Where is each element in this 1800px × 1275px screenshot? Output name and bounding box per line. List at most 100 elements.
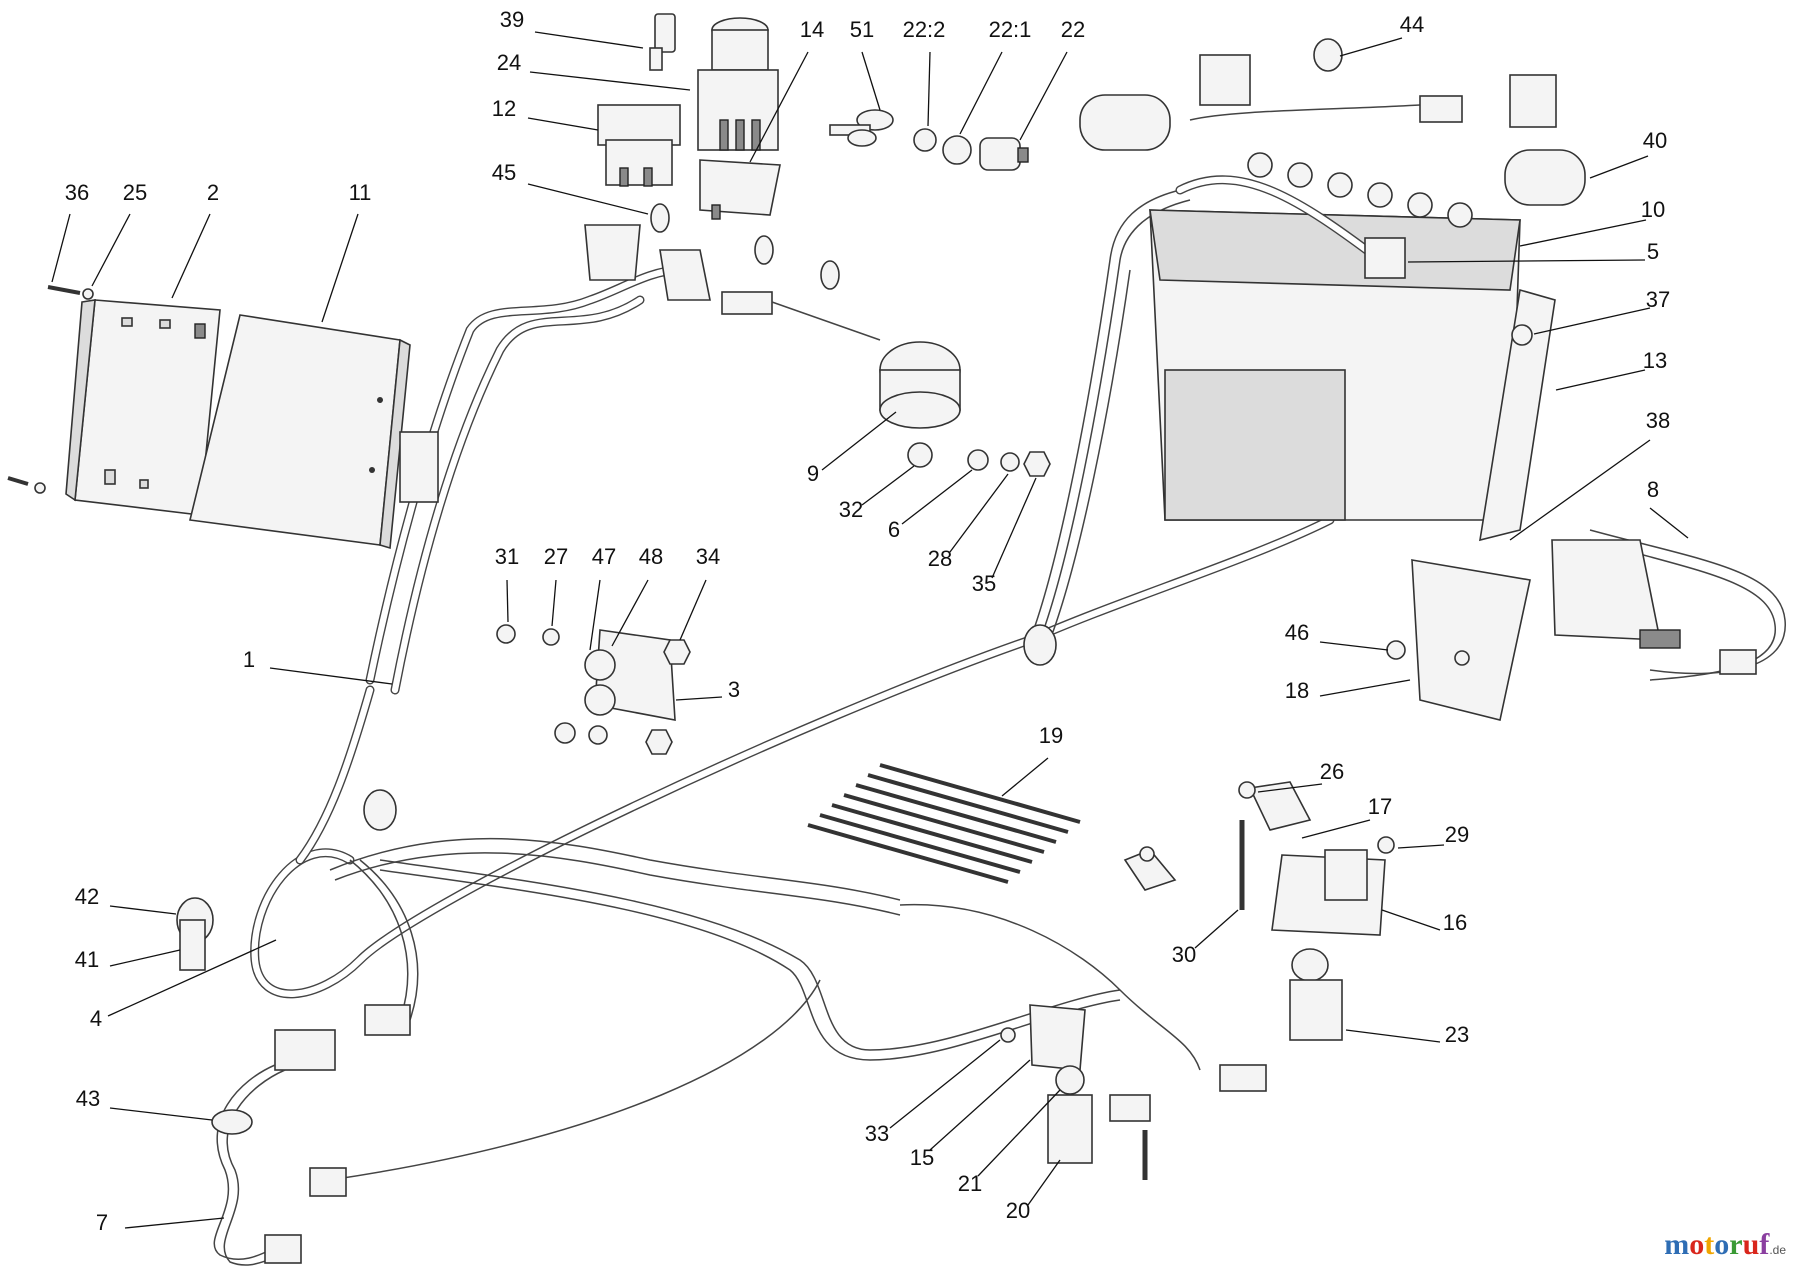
part-45-bulbs [584,203,840,301]
part-23-switch [1289,948,1343,1041]
part-14-cover [699,159,781,220]
callout-leader-15 [929,1059,1031,1151]
callout-leader-3 [675,696,723,701]
callout-label-11: 11 [349,180,372,205]
callout-leader-17 [1301,819,1371,839]
brand-logo: motoruf.de [1664,1228,1786,1262]
brand-wordmark: motoruf [1664,1228,1769,1261]
callout-leader-42 [109,905,177,915]
part-13-bracket [1479,288,1556,542]
callout-label-38: 38 [1646,408,1670,433]
part-43-7-lead [211,1029,336,1266]
callout-label-22: 22 [1061,17,1085,42]
callout-leader-16 [1381,909,1441,931]
callout-label-25: 25 [123,180,147,205]
callout-leader-37 [1533,307,1651,335]
callout-label-33: 33 [865,1121,889,1146]
harness-grommet-2 [1023,624,1057,666]
part-15-21-20-switch [1000,1004,1093,1164]
callout-leader-39 [534,31,644,49]
callout-leader-2 [171,213,211,299]
callout-leader-22 [1019,51,1068,141]
callout-label-4: 4 [90,1006,102,1031]
callout-label-26: 26 [1320,759,1344,784]
callout-label-19: 19 [1039,723,1063,748]
callout-leader-19 [1001,757,1049,797]
callout-label-1: 1 [243,647,255,672]
callout-label-3: 3 [728,677,740,702]
callout-label-6: 6 [888,517,900,542]
part-37-bolt [1511,324,1533,346]
callout-label-32: 32 [839,497,863,522]
callout-leader-45 [527,183,649,215]
callout-label-44: 44 [1400,12,1424,37]
callout-label-51: 51 [850,17,874,42]
callout-label-28: 28 [928,546,952,571]
harness-plug [1219,1064,1267,1092]
part-16-bracket [1271,836,1395,936]
callout-label-24: 24 [497,50,521,75]
callout-label-46: 46 [1285,620,1309,645]
part-10-battery [1149,152,1521,521]
part-18-bracket [1386,559,1531,721]
callout-leader-22-2 [927,51,931,127]
callout-leader-33 [889,1039,1001,1129]
callout-label-43: 43 [76,1086,100,1111]
callout-label-22-1: 22:1 [989,17,1032,42]
brand-letter: m [1664,1228,1690,1261]
callout-leader-32 [861,465,915,506]
callout-label-42: 42 [75,884,99,909]
callout-label-39: 39 [500,7,524,32]
callout-label-5: 5 [1647,239,1659,264]
callout-label-47: 47 [592,544,616,569]
callout-label-30: 30 [1172,942,1196,967]
callout-label-18: 18 [1285,678,1309,703]
callout-leader-27 [551,579,557,627]
callout-leader-25 [91,213,131,287]
switch-connector [1109,1094,1151,1122]
callout-leader-22-1 [959,51,1003,135]
callout-leader-43 [109,1107,213,1121]
callout-label-10: 10 [1641,197,1665,222]
callout-label-2: 2 [207,180,219,205]
callout-label-35: 35 [972,571,996,596]
callout-leader-24 [529,71,691,91]
callout-leader-5 [1407,259,1646,263]
callout-label-48: 48 [639,544,663,569]
callout-leader-12 [527,117,599,131]
callout-leader-4 [107,939,277,1017]
callout-label-36: 36 [65,180,89,205]
brand-letter: o [1689,1228,1705,1261]
callout-label-37: 37 [1646,287,1670,312]
part-11-plate [189,314,411,550]
callout-leader-41 [109,949,181,967]
part-42-41-grommet [176,897,214,971]
callout-label-40: 40 [1643,128,1667,153]
part-12-switch [597,104,681,187]
callout-leader-6 [901,469,973,525]
callout-leader-36 [51,213,71,283]
part-19-cable-ties [807,763,1081,884]
callout-leader-9 [821,411,897,471]
callout-leader-51 [861,51,881,111]
callout-leader-23 [1345,1029,1441,1043]
callout-leader-28 [949,473,1009,553]
part-2-cover-panel [65,299,221,516]
callout-leader-30 [1194,909,1239,949]
brand-letter: u [1742,1228,1760,1261]
part-39-key [649,13,676,71]
callout-label-20: 20 [1006,1198,1030,1223]
callout-label-22-2: 22:2 [903,17,946,42]
callout-leader-10 [1519,219,1647,247]
brand-letter: f [1759,1228,1770,1261]
callout-leader-46 [1319,641,1389,651]
callout-label-27: 27 [544,544,568,569]
callout-label-15: 15 [910,1145,934,1170]
callout-leader-11 [321,213,359,323]
callout-leader-20 [1027,1159,1061,1206]
callout-label-45: 45 [492,160,516,185]
part-5-terminal [1364,237,1406,279]
callout-leaders [51,31,1689,1229]
